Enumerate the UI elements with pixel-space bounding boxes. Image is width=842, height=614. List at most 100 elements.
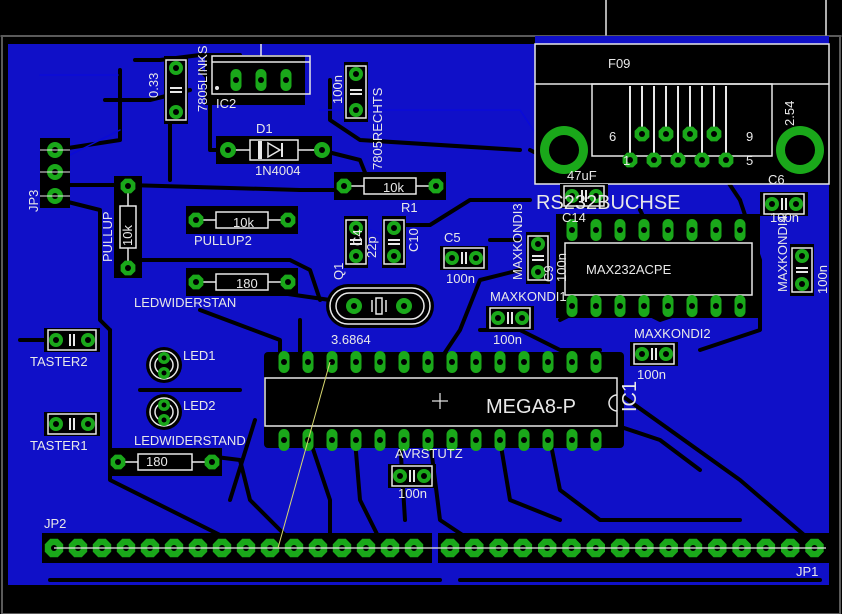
capacitor-c14 (560, 184, 608, 208)
drill-hole (193, 217, 199, 223)
label-maxkondi3: MAXKONDI3 (510, 203, 525, 280)
drill-hole (449, 437, 455, 443)
label-c5-value: 100n (446, 271, 475, 286)
drill-hole (535, 269, 541, 275)
label-pullup2: PULLUP2 (194, 233, 252, 248)
drill-hole (641, 303, 647, 309)
resistor-ledwiderstand (108, 448, 222, 476)
drill-hole (569, 359, 575, 365)
button-taster1 (44, 412, 100, 436)
label-ic1: IC1 (619, 381, 641, 412)
label-maxkondi4: MAXKONDI4 (775, 215, 790, 292)
label-jp3: JP3 (26, 190, 41, 212)
drill-hole (391, 225, 397, 231)
drill-hole (521, 437, 527, 443)
resistor-pullup (114, 176, 142, 278)
label-dsub-9: 9 (746, 129, 753, 144)
label-avrstutz: AVRSTUTZ (395, 446, 463, 461)
drill-hole (593, 227, 599, 233)
resistor-r1 (334, 172, 446, 200)
drill-hole (473, 359, 479, 365)
drill-hole (425, 359, 431, 365)
drill-hole (281, 359, 287, 365)
drill-hole (687, 131, 693, 137)
drill-hole (209, 459, 215, 465)
airwire (277, 361, 331, 549)
drill-hole (799, 253, 805, 259)
label-led1: LED1 (183, 348, 216, 363)
drill-hole (319, 147, 325, 153)
drill-hole (401, 359, 407, 365)
drill-hole (569, 227, 575, 233)
capacitor-c10 (382, 216, 406, 268)
led1 (146, 347, 182, 383)
drill-hole (651, 157, 657, 163)
drill-hole (53, 337, 59, 343)
drill-hole (449, 359, 455, 365)
label-max232: MAX232ACPE (586, 262, 672, 277)
label-c4-value: 22p (364, 236, 379, 258)
drill-hole (397, 473, 403, 479)
label-7805-links: 7805LINKS (195, 45, 210, 112)
capacitor-c9 (526, 232, 550, 284)
capacitor-c033 (164, 56, 188, 124)
label-c6-value: 100n (770, 210, 799, 225)
header-pads (44, 538, 824, 558)
drill-hole (675, 157, 681, 163)
drill-hole (639, 131, 645, 137)
drill-hole (85, 421, 91, 427)
drill-hole (627, 157, 633, 163)
drill-hole (115, 459, 121, 465)
drill-hole (665, 303, 671, 309)
drill-hole (569, 303, 575, 309)
label-c14: C14 (562, 210, 586, 225)
drill-hole (713, 303, 719, 309)
drill-hole (545, 359, 551, 365)
drill-hole (569, 193, 575, 199)
label-c033: 0.33 (146, 73, 161, 98)
max232-ic (556, 214, 760, 318)
drill-hole (329, 437, 335, 443)
label-c14-value: 47uF (567, 168, 597, 183)
drill-hole (305, 359, 311, 365)
drill-hole (283, 77, 289, 83)
label-dsub-254: 2.54 (782, 101, 797, 126)
capacitor-c4 (344, 216, 368, 268)
drill-hole (699, 157, 705, 163)
label-q1-value: 3.6864 (331, 332, 371, 347)
drill-hole (665, 227, 671, 233)
drill-hole (391, 253, 397, 259)
drill-hole (793, 201, 799, 207)
label-jp2: JP2 (44, 516, 66, 531)
capacitor-c5 (440, 246, 488, 270)
drill-hole (285, 217, 291, 223)
capacitor-maxkondi2 (630, 342, 678, 366)
drill-hole (519, 315, 525, 321)
drill-hole (473, 255, 479, 261)
drill-hole (353, 107, 359, 113)
drill-hole (711, 131, 717, 137)
label-maxkondi2-value: 100n (637, 367, 666, 382)
label-taster1: TASTER1 (30, 438, 88, 453)
label-q1: Q1 (331, 263, 346, 280)
label-maxkondi1-value: 100n (493, 332, 522, 347)
crystal-q1 (326, 284, 434, 328)
label-c9-value: 100n (554, 253, 569, 282)
capacitor-c6 (760, 192, 808, 216)
drill-hole (737, 303, 743, 309)
drill-hole (473, 437, 479, 443)
drill-hole (225, 147, 231, 153)
label-ic2: IC2 (216, 96, 236, 111)
capacitor-maxkondi4 (790, 244, 814, 296)
label-maxkondi1: MAXKONDI1 (490, 289, 567, 304)
drill-hole (535, 241, 541, 247)
label-maxkondi2: MAXKONDI2 (634, 326, 711, 341)
label-ledwiderstan: LEDWIDERSTAN (134, 295, 236, 310)
drill-hole (125, 265, 131, 271)
drill-hole (799, 281, 805, 287)
drill-hole (593, 437, 599, 443)
drill-hole (341, 183, 347, 189)
drill-hole (663, 131, 669, 137)
capacitor-maxkondi1 (486, 306, 534, 330)
